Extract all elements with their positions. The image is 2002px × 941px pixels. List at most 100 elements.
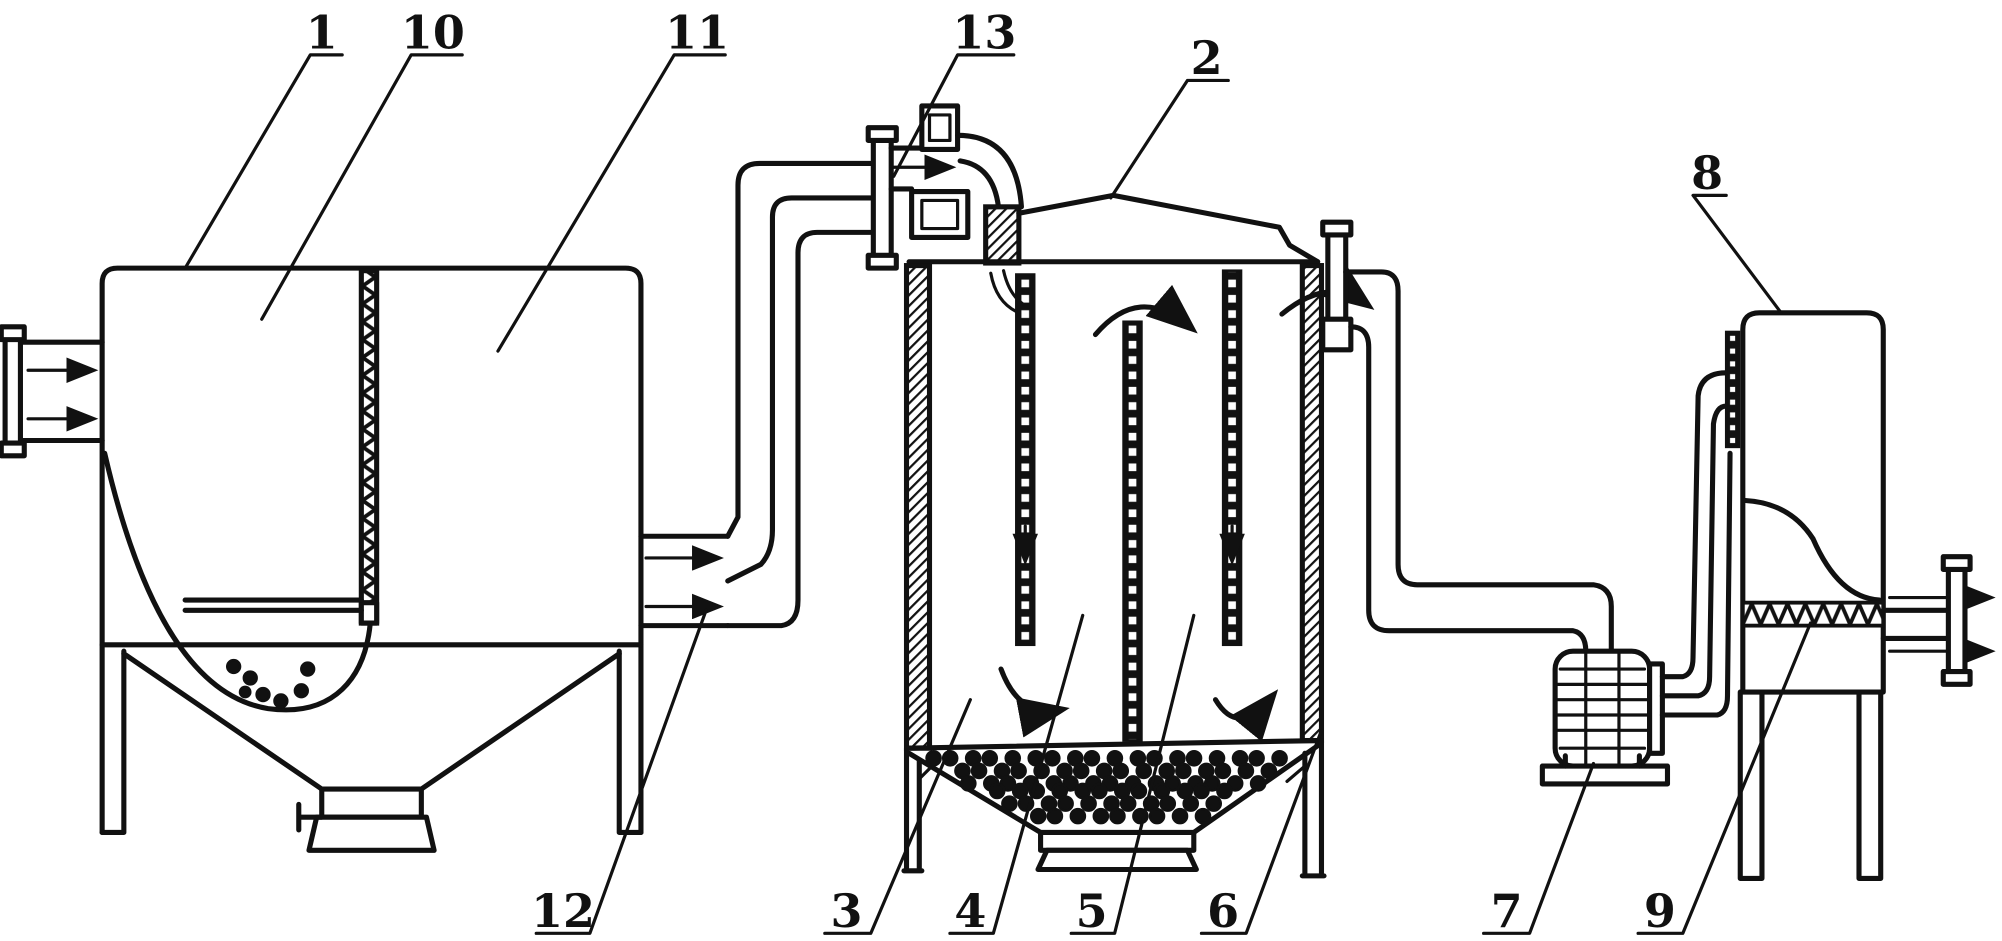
particle (981, 749, 999, 767)
tank-2-roof (1016, 192, 1321, 265)
tank-2-floor (903, 737, 1325, 751)
tank-8-body (1740, 310, 1886, 695)
particle (1091, 782, 1108, 800)
particle (1193, 782, 1210, 800)
callout-group: 13 (892, 6, 1016, 178)
particle (293, 683, 309, 699)
particle (1260, 762, 1278, 780)
pump-base (1539, 763, 1671, 787)
flow-arrow (998, 666, 1070, 738)
pipe-line (1659, 370, 1729, 680)
leader-line (1482, 761, 1596, 935)
callout-label: 3 (831, 884, 863, 938)
transfer-pipe-1-2 (725, 160, 876, 629)
particle (1135, 762, 1153, 780)
particle (1001, 795, 1018, 812)
particle (1057, 795, 1074, 812)
outlet-flange-tab (1940, 669, 1973, 687)
valve-pipe (888, 145, 925, 192)
tank-1-particles (225, 658, 316, 709)
particle (1159, 795, 1177, 812)
particle (960, 775, 977, 792)
callout-label: 2 (1191, 31, 1223, 85)
particle (1185, 749, 1203, 767)
particle (1216, 782, 1233, 800)
pump-cooling-fins (1556, 652, 1649, 766)
particle (1237, 762, 1255, 780)
callout-group: 12 (531, 608, 708, 938)
callout-group: 11 (496, 6, 729, 353)
tank-2-cone-support (917, 764, 1307, 783)
leader-line (534, 608, 708, 935)
tank-1 (0, 265, 731, 853)
leader-line (496, 53, 727, 353)
callout-group: 1 (183, 6, 344, 270)
particle (1249, 775, 1267, 792)
tank-1-right-leg (616, 648, 644, 836)
particle (1044, 749, 1061, 767)
callout-group: 4 (948, 613, 1085, 938)
leader-line (948, 613, 1085, 935)
leader-line (183, 53, 344, 270)
valve-flange-tab (865, 125, 899, 144)
pump-feet (1562, 753, 1642, 769)
tank-2-particles (925, 749, 1288, 825)
tank-8-left-leg (1737, 689, 1765, 881)
outlet-flange (1945, 561, 1968, 682)
callout-group: 8 (1691, 146, 1783, 315)
leader-line (892, 53, 1016, 178)
pipe-line (1659, 450, 1733, 718)
leader-line (823, 698, 972, 935)
pipe-line (1659, 403, 1729, 699)
particle (1083, 749, 1101, 767)
callout-label: 12 (531, 884, 595, 938)
particle (1182, 795, 1200, 812)
particle (1171, 807, 1189, 825)
callout-group: 2 (1109, 31, 1230, 200)
particle (1029, 807, 1047, 825)
callout-label: 7 (1491, 884, 1523, 938)
particle (242, 670, 258, 686)
pipe-middle-line (725, 195, 876, 584)
inlet-flange-tab (0, 324, 27, 343)
transfer-pipe-2-7 (1343, 269, 1614, 654)
tank-1-drain-outlet (296, 786, 437, 853)
valve-flange (870, 135, 894, 264)
tank-1-plate (182, 597, 364, 613)
tank-2-right-wall (1299, 263, 1325, 744)
callout-label: 4 (954, 884, 986, 938)
tank-2-outlet-bell (1035, 847, 1199, 873)
filter-mesh (1740, 600, 1886, 628)
drain-flange (319, 786, 424, 820)
particle (1205, 795, 1223, 812)
callout-label: 1 (306, 6, 338, 60)
leader-line (1636, 621, 1813, 935)
flange-tab (1320, 316, 1354, 353)
callout-label: 11 (665, 6, 729, 60)
particle (1092, 807, 1110, 825)
particle (1046, 807, 1064, 825)
outlet-flange-tab (1940, 554, 1973, 573)
drain-bell (306, 814, 437, 853)
particle (1194, 807, 1212, 825)
valve-upper-body (919, 103, 961, 152)
flow-arrow (1092, 284, 1198, 338)
particle (1069, 807, 1087, 825)
callout-label: 8 (1691, 146, 1723, 200)
tank-1-outlet (638, 533, 731, 629)
leader-line (1199, 728, 1324, 935)
tank-8-inlet-flange (1724, 330, 1741, 449)
particle (970, 762, 988, 780)
particle (300, 661, 316, 677)
callout-group: 6 (1199, 728, 1324, 938)
perforated-baffle (1015, 273, 1036, 647)
tank-2-inlet-nozzle (983, 204, 1022, 266)
drain-valve-handle (296, 801, 325, 833)
particle (238, 685, 252, 699)
tank-1-left-leg (99, 648, 127, 836)
tank-1-hopper (121, 651, 622, 792)
callout-group: 7 (1482, 761, 1596, 938)
particle (925, 749, 942, 767)
callouts: 1 10 11 13 2 8 12 3 (183, 6, 1813, 938)
